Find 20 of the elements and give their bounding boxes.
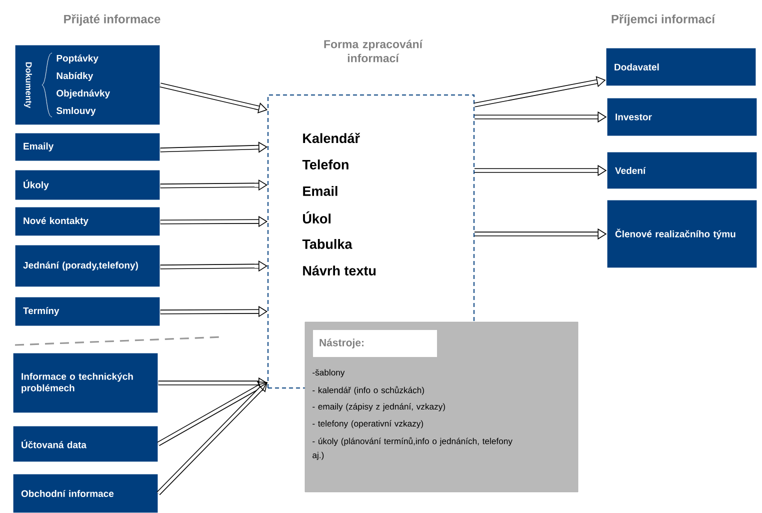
info-box: Termíny — [14, 296, 160, 326]
info-box: Členové realizačního týmu — [606, 200, 758, 268]
info-box: Informace o technických problémech — [12, 352, 158, 414]
column-heading: Příjemci informací — [612, 14, 716, 26]
info-box: Jednání (porady,telefony) — [14, 244, 160, 288]
info-box: Dodavatel — [606, 48, 756, 86]
info-box: Účtovaná data — [12, 426, 158, 462]
info-box: Úkoly — [14, 170, 160, 200]
info-box: Obchodní informace — [12, 474, 158, 513]
info-box: Emaily — [14, 132, 160, 162]
block-arrow — [160, 82, 268, 114]
tools-box: Nástroje: -šablony - kalendář (info o schůzkách) - emaily (zápisy z jednání, vzkazy) - telefony (operativní vzkazy) - úkoly (plánování termínů,info o jednáních, telefony aj.) — [304, 322, 578, 492]
node-label: Forma zpracování informací — [324, 40, 423, 62]
info-box: Investor — [606, 98, 758, 136]
document-box: Dokumenty Poptávky Nabídky Objednávky Smlouvy — [14, 44, 160, 126]
block-arrow — [156, 382, 268, 496]
column-heading: Přijaté informace — [64, 14, 160, 26]
block-arrow — [157, 382, 268, 446]
info-box: Vedení — [606, 152, 758, 190]
info-box: Nové kontakty — [14, 206, 160, 236]
